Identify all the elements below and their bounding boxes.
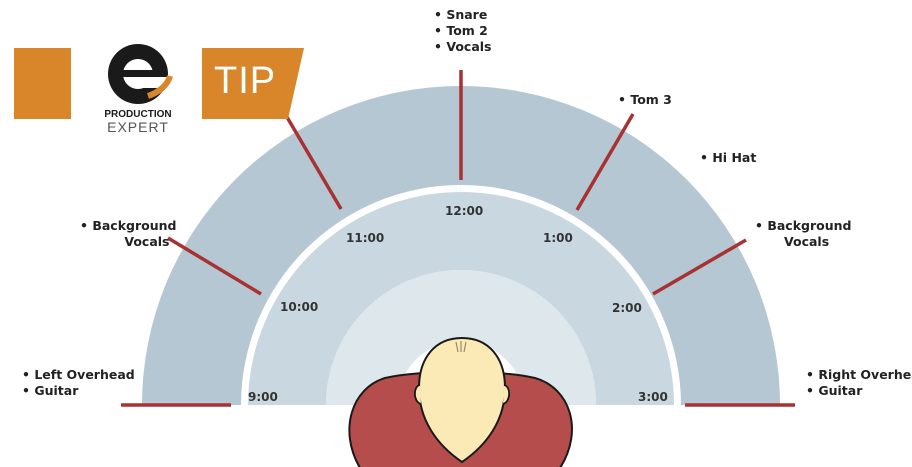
label-left-overhead-line2: • Guitar bbox=[22, 383, 79, 398]
label-left-overhead: • Left Overhead • Guitar bbox=[22, 367, 135, 399]
label-background-vocals-right: • Background Vocals bbox=[755, 218, 851, 250]
label-center-line1: • Snare bbox=[434, 7, 488, 22]
label-left-overhead-line1: • Left Overhead bbox=[22, 367, 135, 382]
marker-1 bbox=[575, 113, 635, 211]
clock-label-1: 1:00 bbox=[543, 231, 573, 245]
label-center-sources: • Snare • Tom 2 • Vocals bbox=[434, 7, 492, 55]
tip-badge-text: TIP bbox=[214, 60, 277, 102]
outer-ring bbox=[142, 86, 780, 405]
tip-badge-shape bbox=[202, 48, 304, 119]
marker-2 bbox=[652, 238, 747, 296]
label-background-vocals-left: • Background Vocals bbox=[80, 218, 176, 250]
label-right-overhead: • Right Overhead • Guitar bbox=[806, 367, 912, 399]
label-right-overhead-line2: • Guitar bbox=[806, 383, 863, 398]
label-hihat: • Hi Hat bbox=[700, 150, 756, 166]
clock-label-2: 2:00 bbox=[612, 301, 642, 315]
marker-10 bbox=[167, 236, 262, 296]
clock-label-11: 11:00 bbox=[346, 231, 385, 245]
label-hihat-line1: • Hi Hat bbox=[700, 150, 757, 165]
listener-head bbox=[417, 336, 507, 464]
logo-production-text: PRODUCTION bbox=[104, 109, 172, 120]
label-center-line2: • Tom 2 bbox=[434, 23, 488, 38]
label-background-vocals-left-line2: Vocals bbox=[124, 234, 170, 249]
logo-left-block bbox=[14, 48, 71, 119]
marker-11 bbox=[282, 111, 343, 210]
label-background-vocals-right-line2: Vocals bbox=[784, 234, 830, 249]
clock-label-3: 3:00 bbox=[638, 390, 668, 404]
label-right-overhead-line1: • Right Overhead bbox=[806, 367, 912, 382]
listener-left-ear bbox=[413, 384, 422, 405]
label-center-line3: • Vocals bbox=[434, 39, 492, 54]
clock-label-10: 10:00 bbox=[280, 300, 319, 314]
listener-right-ear bbox=[502, 384, 511, 405]
label-background-vocals-right-line1: • Background bbox=[755, 218, 852, 233]
logo-expert-text: EXPERT bbox=[107, 119, 169, 135]
listener-hair-lines bbox=[455, 341, 467, 353]
clock-label-9: 9:00 bbox=[248, 390, 278, 404]
middle-ring bbox=[248, 192, 674, 405]
e-logo-icon bbox=[108, 44, 173, 104]
label-background-vocals-left-line1: • Background bbox=[80, 218, 177, 233]
label-tom3: • Tom 3 bbox=[618, 92, 672, 108]
label-tom3-line1: • Tom 3 bbox=[618, 92, 672, 107]
clock-label-12: 12:00 bbox=[445, 204, 484, 218]
